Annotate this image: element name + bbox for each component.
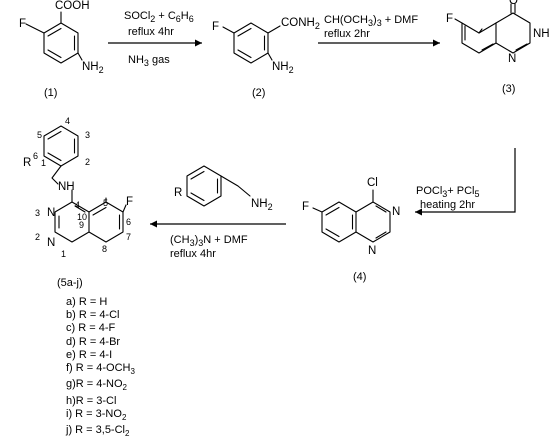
- position-number: 3: [35, 208, 40, 218]
- substituent-subscript: 2: [125, 429, 130, 439]
- carboxylic-acid-group: COOH: [55, 0, 90, 12]
- substituent-text: a) R = H: [66, 296, 108, 308]
- amino-group: NH2: [272, 61, 294, 75]
- substituent-item: h)R = 3-Cl: [66, 395, 135, 408]
- amino-group: NH2: [251, 198, 273, 212]
- compound-5: R NH F N N 4 3 2 5 6 1 3 4 5 6 7 8 9 10 …: [23, 116, 133, 289]
- position-number: 1: [41, 158, 46, 168]
- fluorine-atom: F: [446, 13, 453, 25]
- position-number: 1: [61, 249, 66, 259]
- substituent-text: c) R = 4-F: [66, 322, 116, 335]
- substituent-item: i) R = 3-NO2: [66, 408, 135, 424]
- compound-3: F O NH N (3): [446, 0, 550, 95]
- substituent-text: d) R = 4-Br: [66, 335, 121, 348]
- fluorine-atom: F: [19, 18, 26, 30]
- position-number: 6: [126, 217, 131, 227]
- reaction-scheme: F COOH NH2 (1) SOCl2 + C6H6 reflux 4hr N…: [19, 0, 550, 289]
- compound-2: F CONH2 NH2 (2): [212, 17, 320, 99]
- step1-gas: NH3 gas: [128, 54, 170, 68]
- substituent-item: g)R = 4-NO2: [66, 378, 135, 394]
- position-number: 9: [79, 220, 84, 230]
- substituent-subscript: 2: [121, 413, 127, 423]
- benzylamine-reagent: R NH2: [174, 165, 273, 212]
- substituent-text: f) R = 4-OCH: [66, 362, 131, 375]
- position-number: 7: [126, 232, 131, 242]
- ring-nitrogen: N: [392, 206, 400, 218]
- fluorine-atom: F: [212, 21, 219, 33]
- substituent-subscript: 2: [122, 383, 127, 393]
- ring-nitrogen: N: [47, 207, 55, 219]
- step3-reagent: POCl3+ PCl5: [416, 185, 480, 199]
- position-number: 5: [103, 198, 108, 208]
- ring-nitrogen: N: [47, 237, 55, 249]
- position-number: 8: [102, 244, 107, 254]
- substituent-item: a) R = H: [66, 296, 135, 309]
- substituent-text: e) R = 4-I: [66, 348, 113, 361]
- compound-5-label: (5a-j): [57, 277, 83, 289]
- substituent-text: b) R = 4-Cl: [66, 309, 120, 322]
- position-number: 2: [35, 232, 40, 242]
- step3-condition: heating 2hr: [420, 199, 475, 211]
- chlorine-atom: Cl: [367, 177, 378, 189]
- position-number: 10: [77, 212, 87, 222]
- fluorine-atom: F: [302, 201, 309, 213]
- compound-4: F Cl N N (4): [302, 177, 400, 283]
- fluorine-atom: F: [126, 196, 133, 208]
- position-number: 2: [85, 157, 90, 167]
- substituent-subscript: 3: [130, 367, 135, 377]
- compound-1: F COOH NH2 (1): [19, 0, 104, 99]
- step1-condition: reflux 4hr: [128, 26, 174, 38]
- position-number: 4: [75, 200, 80, 210]
- ring-nitrogen: N: [508, 53, 516, 65]
- nh-group: NH: [533, 28, 550, 40]
- substituent-item: j) R = 3,5-Cl2: [66, 424, 135, 440]
- step4-reagent: (CH3)3N + DMF: [170, 234, 248, 248]
- step1-reagent: SOCl2 + C6H6: [124, 10, 194, 24]
- r-substituent: R: [174, 187, 182, 199]
- position-number: 3: [85, 130, 90, 140]
- position-number: 6: [33, 151, 38, 161]
- amino-group: NH2: [82, 61, 104, 75]
- compound-1-label: (1): [44, 87, 57, 99]
- ring-nitrogen: N: [368, 245, 376, 257]
- substituent-item: f) R = 4-OCH3: [66, 362, 135, 378]
- r-substituent: R: [23, 157, 31, 169]
- carbonyl-oxygen: O: [509, 0, 518, 7]
- substituent-item: b) R = 4-Cl: [66, 309, 135, 322]
- position-number: 5: [37, 130, 42, 140]
- compound-2-label: (2): [252, 87, 265, 99]
- substituent-item: c) R = 4-F: [66, 322, 135, 335]
- position-number: 4: [65, 116, 70, 126]
- step2-condition: reflux 2hr: [324, 28, 370, 40]
- substituent-item: d) R = 4-Br: [66, 336, 135, 349]
- reaction-arrow-3: [415, 148, 516, 216]
- substituent-item: e) R = 4-I: [66, 349, 135, 362]
- amide-group: CONH2: [281, 17, 320, 31]
- nh-linker: NH: [58, 181, 75, 193]
- step2-reagent: CH(OCH3)3 + DMF: [324, 14, 418, 28]
- substituent-text: g)R = 4-NO: [66, 378, 123, 391]
- compound-3-label: (3): [502, 83, 515, 95]
- substituent-text: j) R = 3,5-Cl: [66, 424, 125, 437]
- step4-condition: reflux 4hr: [170, 248, 216, 260]
- substituent-text: h)R = 3-Cl: [66, 394, 117, 407]
- substituent-text: i) R = 3-NO: [66, 408, 122, 420]
- compound-4-label: (4): [353, 271, 366, 283]
